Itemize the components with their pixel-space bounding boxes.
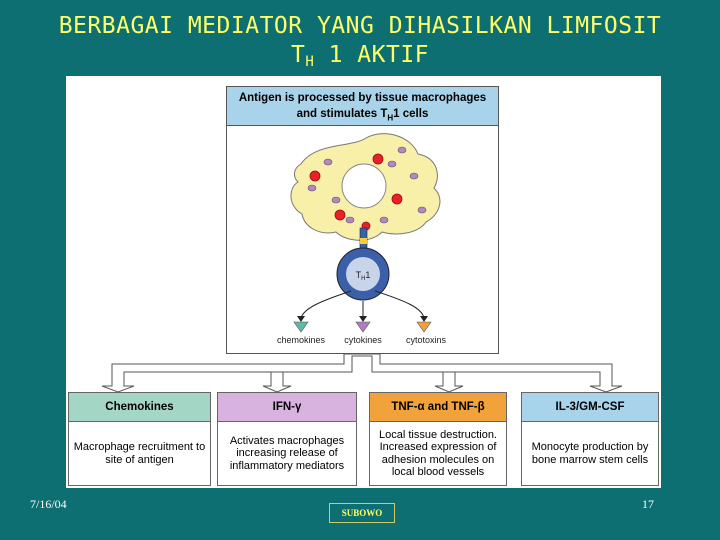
header-line-2-prefix: and stimulates T [296,108,388,120]
ifn-gamma-box-title: IFN-γ [217,392,357,422]
cell-illustration: TH1 [101,133,623,393]
cytokine-triangle [355,321,371,333]
th1-nucleus [346,257,380,291]
diagram-figure: Antigen is processed by tissue macrophag… [66,76,661,488]
header-line-1: Antigen is processed by tissue macrophag… [238,92,487,104]
granules [307,146,427,224]
chemokines-box-body: Macrophage recruitment to site of antige… [68,422,211,486]
title-t: T [290,42,306,68]
label-chemokines: chemokines [276,335,326,345]
antigens [309,153,403,231]
il3-gmcsf-box-body: Monocyte production by bone marrow stem … [521,422,659,486]
header-line-2: and stimulates TH1 cells [227,106,498,126]
output-arrows [300,290,425,319]
header-box: Antigen is processed by tissue macrophag… [226,86,499,126]
label-cytotoxins: cytotoxins [405,335,447,345]
header-line-2-sub: H [387,113,394,123]
header-line-2-suffix: 1 cells [393,108,429,120]
footer-author: SUBOWO [329,503,395,523]
chemokines-box-title: Chemokines [68,392,211,422]
title-line-2: TH 1 AKTIF [0,41,720,77]
th1-label: TH1 [356,270,371,282]
slide-title: BERBAGAI MEDIATOR YANG DIHASILKAN LIMFOS… [0,12,720,77]
tcr-receptor [360,238,367,244]
chemokine-triangle [293,321,309,333]
title-sub-h: H [305,54,315,70]
il3-gmcsf-box-title: IL-3/GM-CSF [521,392,659,422]
footer-page-number: 17 [642,497,654,511]
footer-date: 7/16/04 [30,497,67,511]
ifn-gamma-box-body: Activates macrophages increasing release… [217,422,357,486]
tnf-box-title: TNF-α and TNF-β [369,392,507,422]
tnf-box-body: Local tissue destruction. Increased expr… [369,422,507,486]
title-line-1: BERBAGAI MEDIATOR YANG DIHASILKAN LIMFOS… [58,13,662,39]
title-suffix: 1 AKTIF [314,42,430,68]
distribution-arrow-drops [262,371,464,393]
cytotoxin-triangle [416,321,432,333]
macrophage-nucleus [341,163,387,209]
label-cytokines: cytokines [344,335,382,345]
distribution-arrow [101,353,623,393]
